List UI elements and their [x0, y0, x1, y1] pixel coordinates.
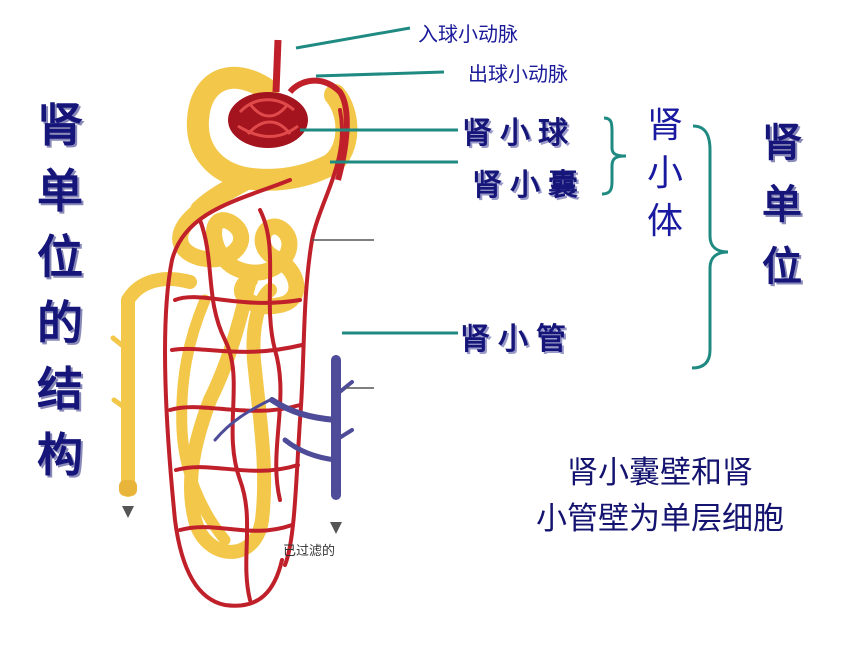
peritubular-capillaries	[162, 108, 344, 608]
loop-secondary	[176, 294, 231, 546]
renal-corpuscle-char-2: 小	[646, 153, 683, 194]
collecting-duct	[121, 272, 197, 497]
nephron-char-1: 肾	[762, 119, 802, 166]
title-char-6: 构	[37, 428, 83, 482]
renal-corpuscle-group: 肾 小 体	[637, 102, 693, 246]
title-char-3: 位	[37, 230, 83, 284]
pointer-lines	[295, 26, 458, 335]
vein-branch-4	[213, 398, 272, 442]
collecting-duct-end	[119, 480, 137, 496]
nephron-char-3: 位	[762, 243, 802, 290]
title-char-5: 结	[37, 362, 83, 416]
capillary-mesh-1	[173, 295, 302, 305]
left-vertical-title: 肾 单 位 的 结 构	[30, 92, 90, 488]
nephron-group: 肾 单 位	[752, 112, 812, 298]
capillary-mesh-2	[170, 343, 304, 354]
capillary-mesh-5	[178, 523, 294, 533]
vein-branch-3	[334, 380, 354, 442]
label-bowman-capsule: 肾小囊	[472, 168, 586, 203]
title-char-2: 单	[37, 164, 83, 218]
venous-network	[213, 355, 354, 500]
afferent-arteriole	[272, 39, 282, 93]
capillary-mesh-4	[174, 463, 300, 473]
arrow-vein	[330, 522, 342, 534]
label-afferent-arteriole: 入球小动脉	[418, 22, 518, 46]
nephron-char-2: 单	[762, 181, 802, 228]
loop-descending	[184, 273, 277, 559]
renal-tubule-network	[110, 66, 358, 559]
glomerulus-ball	[228, 92, 308, 148]
capillary-mesh-7	[258, 208, 283, 502]
collecting-duct-branch	[110, 335, 131, 413]
gray-pointer-lines	[312, 239, 374, 389]
title-char-4: 的	[37, 296, 83, 350]
label-efferent-arteriole: 出球小动脉	[468, 62, 568, 86]
capillary-mesh-6	[198, 218, 252, 602]
vein-branch-2	[282, 437, 339, 463]
arrow-collecting	[122, 506, 134, 518]
flow-arrows	[122, 506, 342, 534]
renal-corpuscle-char-1: 肾	[646, 105, 683, 146]
pointer-afferent	[295, 26, 411, 50]
note-line-1: 肾小囊壁和肾	[567, 455, 753, 491]
capillary-outline-left	[162, 178, 292, 608]
brace-renal-corpuscle	[601, 116, 627, 196]
vein-branch-1	[269, 397, 339, 423]
efferent-arteriole	[287, 77, 350, 181]
renal-corpuscle-char-3: 体	[646, 201, 683, 242]
title-char-1: 肾	[37, 98, 83, 152]
label-glomerulus: 肾小球	[462, 116, 576, 151]
braces	[601, 116, 729, 370]
label-renal-tubule: 肾小管	[460, 322, 574, 357]
brace-nephron	[691, 124, 729, 370]
capillary-outline-right	[283, 108, 344, 567]
wall-structure-note: 肾小囊壁和肾 小管壁为单层细胞	[480, 450, 840, 542]
note-line-2: 小管壁为单层细胞	[536, 501, 784, 537]
proximal-convoluted-tubule	[172, 202, 305, 315]
pointer-efferent	[315, 70, 445, 78]
label-filtered: 已过滤的	[283, 544, 336, 559]
